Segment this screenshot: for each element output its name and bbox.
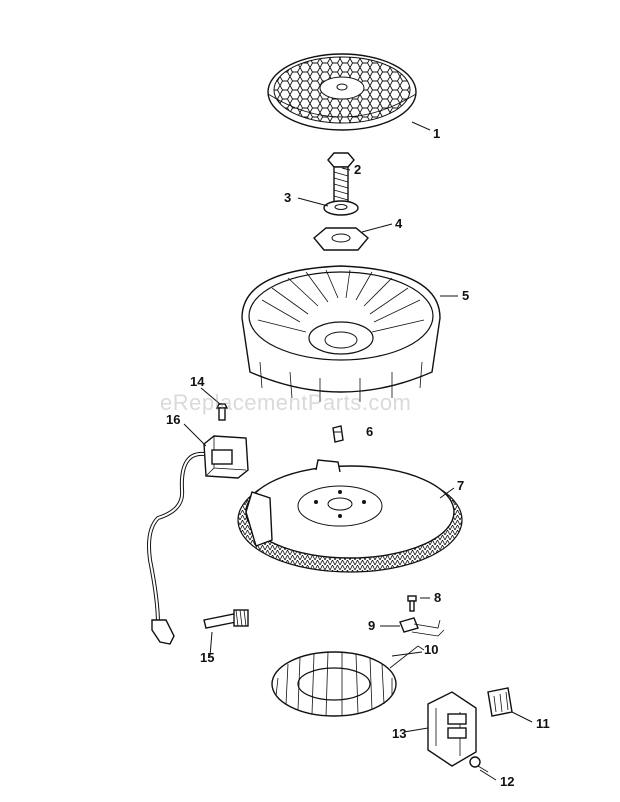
part-5-fan[interactable] [241,265,441,402]
part-15-spark-plug[interactable] [203,609,249,629]
part-12-screw[interactable] [469,756,489,773]
callout-13: 13 [392,726,406,741]
part-1-screen[interactable] [267,53,417,131]
part-3-washer[interactable] [323,200,359,216]
callout-14: 14 [190,374,205,389]
callout-12: 12 [500,774,514,789]
part-13-rectifier[interactable] [427,691,477,767]
callout-3: 3 [284,190,291,205]
part-14-bolt[interactable] [215,403,229,421]
callout-5: 5 [462,288,469,303]
callout-7: 7 [457,478,464,493]
part-6-key[interactable] [332,425,344,443]
callout-labels: 1 2 3 4 5 6 7 8 9 10 11 12 13 14 15 16 [166,126,550,789]
callout-8: 8 [434,590,441,605]
leader-lines [183,121,533,781]
part-2-bolt[interactable] [327,152,355,206]
callout-15: 15 [200,650,214,665]
part-11-connector[interactable] [487,687,513,717]
callout-10: 10 [424,642,438,657]
callout-9: 9 [368,618,375,633]
part-8-screw[interactable] [407,595,417,612]
part-9-terminal[interactable] [399,617,445,637]
callout-1: 1 [433,126,440,141]
watermark-text: eReplacementParts.com [160,390,412,415]
part-7-flywheel[interactable] [237,459,463,573]
callout-2: 2 [354,162,361,177]
part-16-ignition-module[interactable] [147,435,249,645]
callout-6: 6 [366,424,373,439]
callout-16: 16 [166,412,180,427]
callout-11: 11 [536,716,550,731]
part-10-stator[interactable] [271,645,425,717]
part-4-retainer[interactable] [313,227,369,251]
callout-4: 4 [395,216,403,231]
